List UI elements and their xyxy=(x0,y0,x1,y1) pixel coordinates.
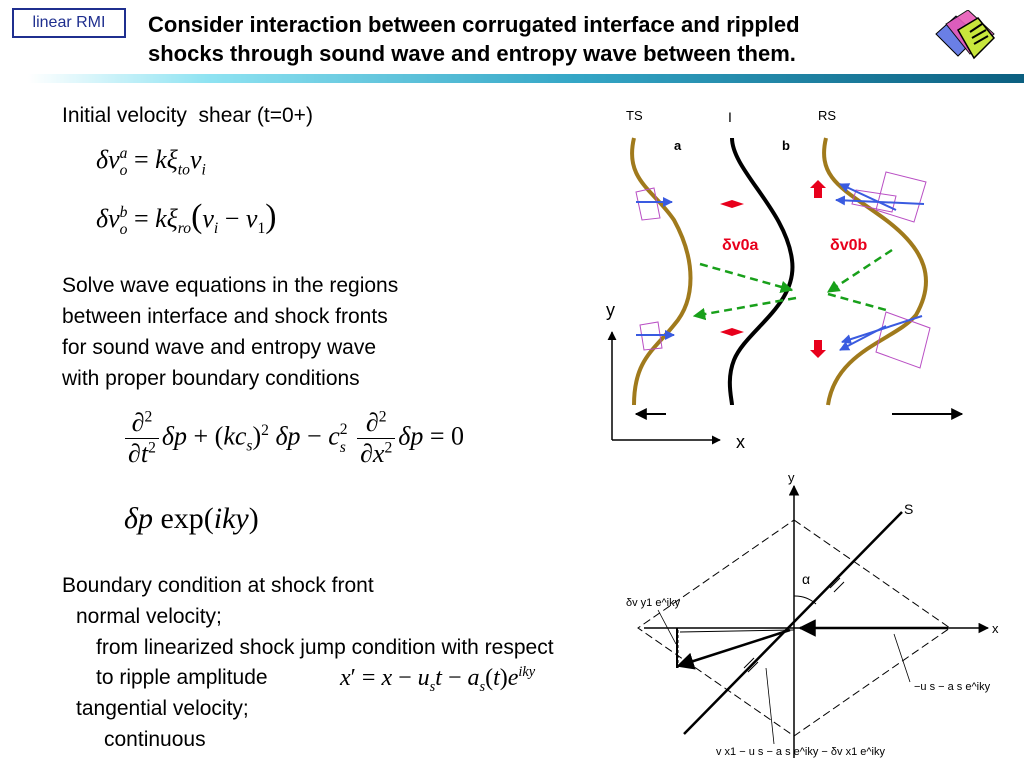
title-line-1: Consider interaction between corrugated … xyxy=(148,12,800,37)
interface-curve xyxy=(727,137,795,406)
label-rs: RS xyxy=(818,108,836,123)
reflected-shock-curve xyxy=(822,137,928,406)
bc-text-line-5: tangential velocity; xyxy=(76,697,249,720)
green-dashed-2 xyxy=(692,296,797,321)
green-dashed-1 xyxy=(699,262,794,293)
red-arrow-up xyxy=(810,180,826,188)
solve-text-line-4: with proper boundary conditions xyxy=(62,367,360,390)
shock-interface-diagram: TS I RS a b δv0a δv0b y x xyxy=(606,108,964,452)
ts-upper-box xyxy=(635,187,661,221)
green-dashed-3 xyxy=(826,248,893,294)
axis-label-y: y xyxy=(606,300,615,320)
red-arrow-down xyxy=(810,350,826,358)
label-dv0b: δv0b xyxy=(830,237,868,254)
label-region-b: b xyxy=(782,138,790,153)
label-interface: I xyxy=(728,109,732,125)
label-dv0a: δv0a xyxy=(722,237,759,254)
bc-text-line-1: Boundary condition at shock front xyxy=(62,574,374,597)
title-line-2: shocks through sound wave and entropy wa… xyxy=(148,41,796,66)
label-dvy1: δv y1 e^iky xyxy=(626,597,681,609)
header-divider-bar xyxy=(28,74,1024,83)
label-alpha: α xyxy=(802,571,810,587)
shock-line xyxy=(683,511,903,735)
topic-tag: linear RMI xyxy=(12,8,126,38)
ts-lower-box xyxy=(639,321,663,351)
equation-perturbation: δp exp(iky) xyxy=(124,502,259,535)
initial-shear-text: Initial velocity shear (t=0+) xyxy=(62,104,313,127)
rs-lower-box xyxy=(875,311,931,369)
slide-title: Consider interaction between corrugated … xyxy=(148,10,918,68)
label-shock-s: S xyxy=(904,501,913,517)
red-arrow-upper xyxy=(720,200,744,208)
label-ts: TS xyxy=(626,108,643,123)
downstream-velocity-vector xyxy=(676,628,791,670)
bc-text-line-6: continuous xyxy=(104,728,206,751)
axis-label-x-lower: x xyxy=(992,621,999,636)
bc-text-line-4: to ripple amplitude xyxy=(96,666,268,689)
red-arrow-lower xyxy=(720,328,744,336)
label-us: −u s − a s e^iky xyxy=(914,681,991,693)
bc-text-line-2: normal velocity; xyxy=(76,605,222,628)
bc-text-line-3: from linearized shock jump condition wit… xyxy=(96,636,554,659)
axis-label-y-lower: y xyxy=(788,470,795,485)
label-vx1: v x1 − u s − a s e^iky − δv x1 e^iky xyxy=(716,746,885,758)
green-dashed-4 xyxy=(827,292,887,312)
equation-shock-coordinate: x′ = x − ust − as(t)eiky xyxy=(340,664,536,695)
solve-text-line-2: between interface and shock fronts xyxy=(62,305,388,328)
axis-label-x: x xyxy=(736,432,745,452)
logo-icon xyxy=(935,10,996,60)
rs-upper-box xyxy=(875,171,927,223)
label-region-a: a xyxy=(674,138,682,153)
transmitted-shock-curve xyxy=(630,137,693,406)
solve-text-line-1: Solve wave equations in the regions xyxy=(62,274,399,297)
velocity-vector-diagram: y x S α δv y1 e^iky −u s − a s e^iky v x… xyxy=(626,470,999,758)
solve-text-line-3: for sound wave and entropy wave xyxy=(62,336,377,359)
